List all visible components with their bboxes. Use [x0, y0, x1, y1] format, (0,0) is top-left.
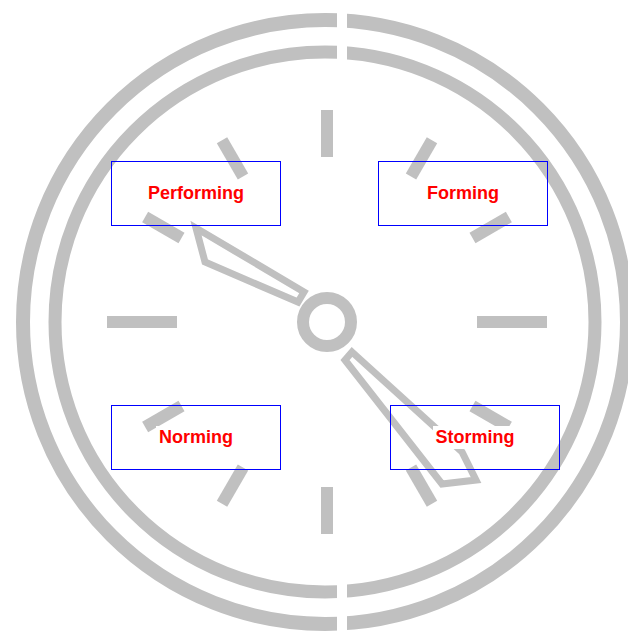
outer-ring — [23, 20, 627, 624]
stage-box: Storming — [390, 405, 560, 470]
stage-box: Performing — [111, 161, 281, 226]
hour-tick — [222, 140, 243, 176]
hour-tick — [321, 110, 333, 157]
hour-tick — [477, 316, 547, 328]
hour-tick — [222, 467, 243, 503]
hour-tick — [107, 316, 177, 328]
minute-hand — [196, 228, 304, 302]
ring-gap — [337, 570, 347, 635]
hour-hand — [345, 352, 476, 484]
hour-tick — [145, 217, 181, 238]
hour-tick — [472, 217, 508, 238]
stage-label: Forming — [424, 182, 502, 205]
stage-label: Performing — [145, 182, 247, 205]
hour-tick — [411, 140, 432, 176]
stage-label: Norming — [156, 426, 236, 449]
clock-center — [303, 298, 351, 346]
hour-tick — [145, 406, 181, 427]
stage-label: Storming — [433, 426, 518, 449]
stage-box: Forming — [378, 161, 548, 226]
ring-gap — [337, 0, 347, 70]
hour-tick — [321, 487, 333, 534]
hour-ticks — [107, 110, 547, 534]
stage-box: Norming — [111, 405, 281, 470]
hour-tick — [472, 406, 508, 427]
hour-tick — [411, 467, 432, 503]
inner-ring — [55, 52, 595, 592]
